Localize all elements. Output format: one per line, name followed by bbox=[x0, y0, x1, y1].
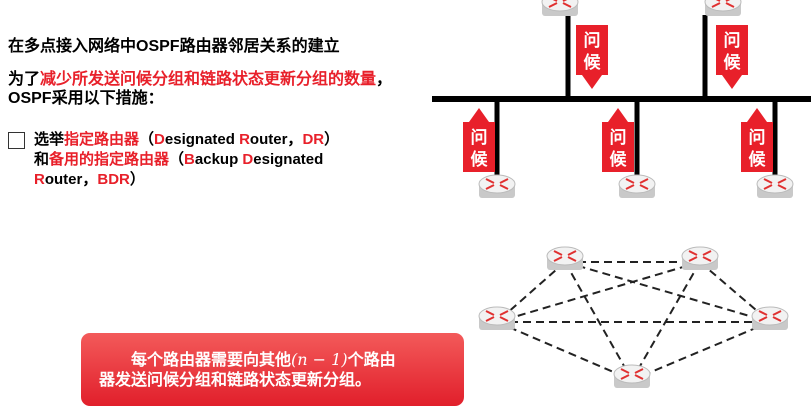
bullet-part: 选举 bbox=[34, 131, 65, 148]
bullet-part: 指定路由器 bbox=[64, 131, 140, 148]
hello-arrow-down: 问 候 bbox=[716, 25, 748, 89]
bullet-part: （ bbox=[139, 131, 155, 148]
router-icon bbox=[478, 174, 516, 199]
router-icon bbox=[756, 174, 794, 199]
bullet-part: DR bbox=[302, 131, 325, 148]
router-icon bbox=[681, 246, 719, 271]
bullet-text: 选举指定路由器（Designated Router，DR） 和备用的指定路由器（… bbox=[34, 130, 394, 190]
bullet-part: outer， bbox=[44, 171, 98, 188]
callout-part: 每个路由器需要向其他 bbox=[131, 352, 292, 369]
callout-part: 个路由 bbox=[347, 352, 396, 369]
bullet-part: B bbox=[184, 151, 195, 168]
router-icon bbox=[704, 0, 742, 17]
hello-char: 问 bbox=[724, 30, 741, 50]
hello-char: 问 bbox=[610, 127, 627, 147]
hello-char: 候 bbox=[749, 149, 767, 169]
router-icon bbox=[478, 306, 516, 331]
bullet-part: 备用的指定路由器 bbox=[49, 151, 170, 168]
router-icon bbox=[613, 364, 651, 389]
bullet-part: esignated bbox=[164, 131, 240, 148]
router-icon bbox=[751, 306, 789, 331]
hello-char: 候 bbox=[584, 52, 602, 72]
bullet-part: R bbox=[34, 171, 45, 188]
bullet-part: ackup bbox=[194, 151, 243, 168]
bullet-part: R bbox=[239, 131, 250, 148]
hello-char: 候 bbox=[610, 149, 628, 169]
checkbox-icon bbox=[8, 132, 25, 149]
hello-char: 候 bbox=[471, 149, 489, 169]
callout-line2: 器发送问候分组和链路状态更新分组。 bbox=[99, 372, 372, 389]
intro-highlight: 减少所发送问候分组和链路状态更新分组的数量 bbox=[40, 71, 377, 88]
bullet-part: esignated bbox=[253, 151, 324, 168]
bullet-part: ） bbox=[129, 171, 145, 188]
mesh-links bbox=[496, 261, 771, 381]
intro-suffix: ，OSPF采用以下措施： bbox=[8, 71, 393, 107]
router-icon bbox=[618, 174, 656, 199]
bullet-part: ） bbox=[324, 131, 340, 148]
bullet-part: BDR bbox=[97, 171, 130, 188]
router-icon bbox=[546, 246, 584, 271]
hello-arrow-up: 问 候 bbox=[602, 108, 634, 172]
hello-char: 问 bbox=[584, 30, 601, 50]
hello-char: 问 bbox=[749, 127, 766, 147]
hello-char: 候 bbox=[724, 52, 742, 72]
bullet-part: outer， bbox=[249, 131, 303, 148]
hello-arrow-up: 问 候 bbox=[463, 108, 495, 172]
callout-formula: (n − 1) bbox=[291, 350, 348, 369]
intro-prefix: 为了 bbox=[8, 71, 41, 88]
callout-text: 每个路由器需要向其他(n − 1)个路由 器发送问候分组和链路状态更新分组。 bbox=[99, 350, 459, 391]
bullet-part: （ bbox=[169, 151, 185, 168]
intro-text: 为了减少所发送问候分组和链路状态更新分组的数量，OSPF采用以下措施： bbox=[8, 70, 398, 108]
bullet-part: 和 bbox=[34, 151, 50, 168]
slide-title: 在多点接入网络中OSPF路由器邻居关系的建立 bbox=[8, 38, 340, 55]
hello-char: 问 bbox=[471, 127, 488, 147]
bullet-part: D bbox=[154, 131, 165, 148]
router-icon bbox=[541, 0, 579, 17]
hello-arrow-down: 问 候 bbox=[576, 25, 608, 89]
callout-box: 每个路由器需要向其他(n − 1)个路由 器发送问候分组和链路状态更新分组。 bbox=[81, 333, 464, 406]
hello-arrow-up: 问 候 bbox=[741, 108, 773, 172]
bullet-part: D bbox=[242, 151, 254, 168]
